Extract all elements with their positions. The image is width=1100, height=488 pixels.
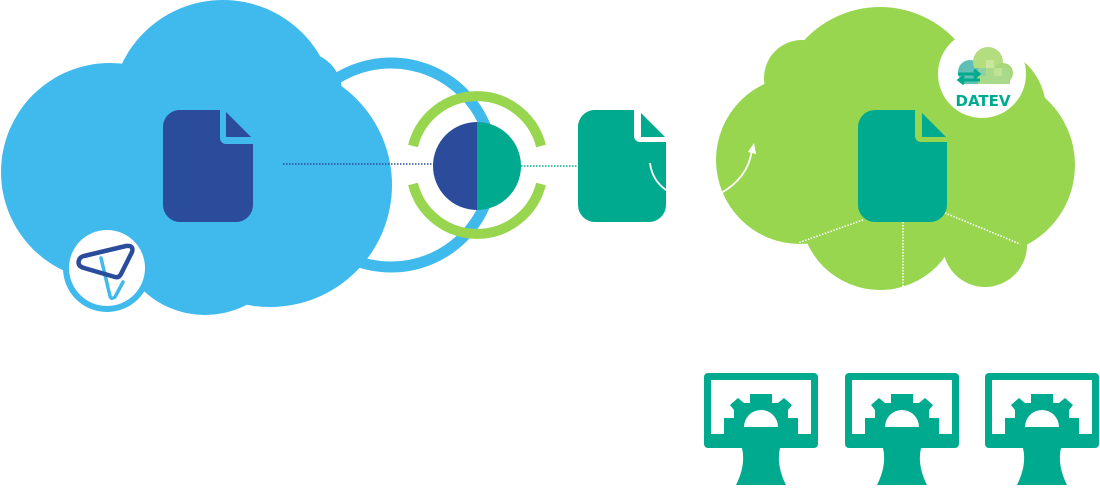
split-circle-connector-icon [408,91,546,239]
datev-logo-text: DATEV [956,92,1011,110]
workstation-1 [704,373,818,485]
monitor-gear-icon [704,373,818,485]
datev-logo-badge: DATEV [938,30,1026,118]
workstation-2 [845,373,959,485]
monitor-gear-icon [845,373,959,485]
target-document-icon [858,110,947,222]
source-document-icon [162,110,253,222]
datev-cloud-logo-icon [956,47,1013,86]
paper-plane-logo-icon [76,243,135,301]
source-logo-badge [63,224,151,312]
distribution-lines [797,212,1021,287]
monitor-gear-icon [985,373,1099,485]
transfer-document-icon [577,110,667,222]
incoming-arrow-icon [720,143,756,194]
workstation-3 [985,373,1099,485]
